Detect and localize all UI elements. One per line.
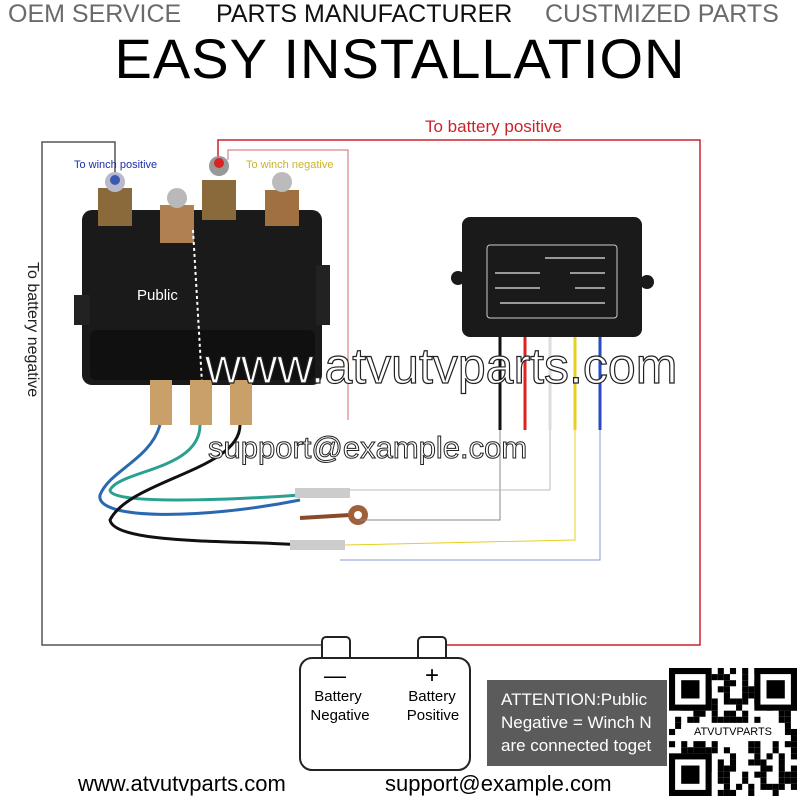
solenoid-label: Public <box>137 287 178 304</box>
to-battery-negative-label: To battery negative <box>24 262 41 397</box>
tag-customized-parts: CUSTMIZED PARTS <box>545 0 779 28</box>
winch-solenoid: Public <box>74 156 330 425</box>
watermark-email: support@example.com <box>208 430 527 465</box>
negative-wire <box>41 141 322 646</box>
battery-negative-label-line2: Negative <box>310 707 369 724</box>
attention-line-3: are connected toget <box>501 736 652 755</box>
to-battery-positive-label: To battery positive <box>425 117 562 136</box>
qr-code: ATVUTVPARTS <box>669 668 797 796</box>
terminal-posts <box>98 156 299 243</box>
battery-positive-label-line1: Battery <box>408 688 456 705</box>
battery-negative-label-line1: Battery <box>314 688 362 705</box>
wireless-controller-box <box>451 217 654 337</box>
footer-site: www.atvutvparts.com <box>78 771 286 796</box>
battery: — + Battery Negative Battery Positive <box>299 636 471 771</box>
positive-wire <box>217 139 701 646</box>
to-winch-positive-label: To winch positive <box>74 159 157 171</box>
to-winch-negative-label: To winch negative <box>246 159 333 171</box>
lead-green <box>108 424 301 502</box>
attention-note: ATTENTION:Public Negative = Winch N are … <box>487 680 667 766</box>
battery-plus-sign: + <box>425 662 439 689</box>
battery-minus-sign: — <box>324 663 346 688</box>
winch-negative-wire <box>227 149 349 420</box>
tag-parts-manufacturer: PARTS MANUFACTURER <box>216 0 513 28</box>
battery-positive-label-line2: Positive <box>407 707 460 724</box>
controller-wires <box>498 337 602 430</box>
attention-line-2: Negative = Winch N <box>501 713 652 732</box>
footer-email: support@example.com <box>385 771 612 796</box>
tag-oem-service: OEM SERVICE <box>8 0 182 28</box>
attention-line-1: ATTENTION:Public <box>501 690 648 709</box>
qr-caption: ATVUTVPARTS <box>694 726 772 738</box>
lead-blue <box>98 424 301 516</box>
lead-black <box>108 424 301 547</box>
page-title: EASY INSTALLATION <box>114 27 686 90</box>
watermark-site: www.atvutvparts.com <box>204 338 677 394</box>
